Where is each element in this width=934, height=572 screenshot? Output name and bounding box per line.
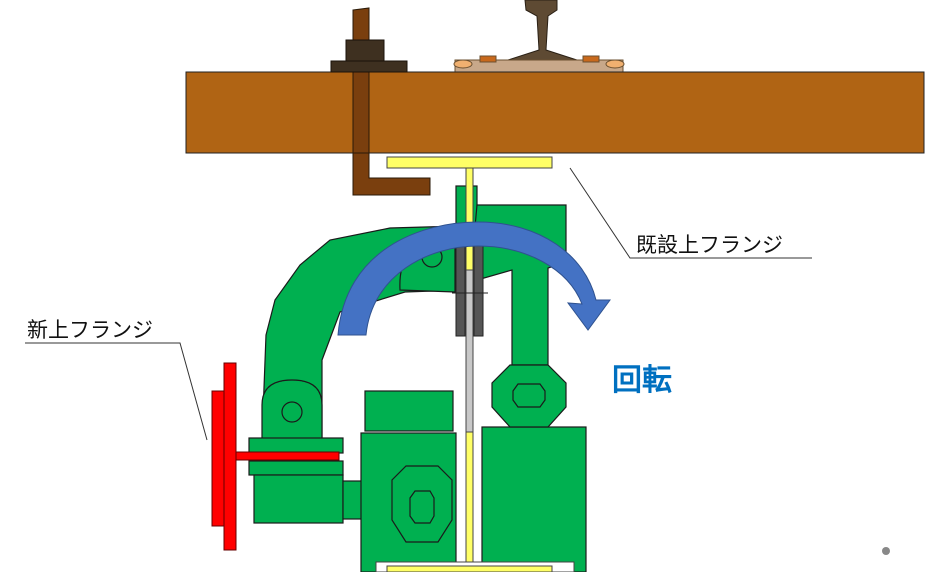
tie-plate [453, 55, 625, 73]
new-flange [211, 362, 340, 551]
rail [504, 0, 581, 62]
label-new-top-flange: 新上フランジ [27, 318, 153, 342]
label-existing-top-flange: 既設上フランジ [636, 233, 783, 257]
hook-bolt-shank [352, 71, 370, 154]
existing-flange [375, 156, 575, 572]
bolt-nut [330, 39, 408, 73]
slide-dot [882, 547, 890, 555]
sleeper [185, 71, 925, 154]
leader-new [25, 342, 208, 441]
label-rotation: 回転 [612, 363, 672, 398]
leader-existing [569, 167, 812, 259]
rotation-arrow [337, 221, 611, 336]
